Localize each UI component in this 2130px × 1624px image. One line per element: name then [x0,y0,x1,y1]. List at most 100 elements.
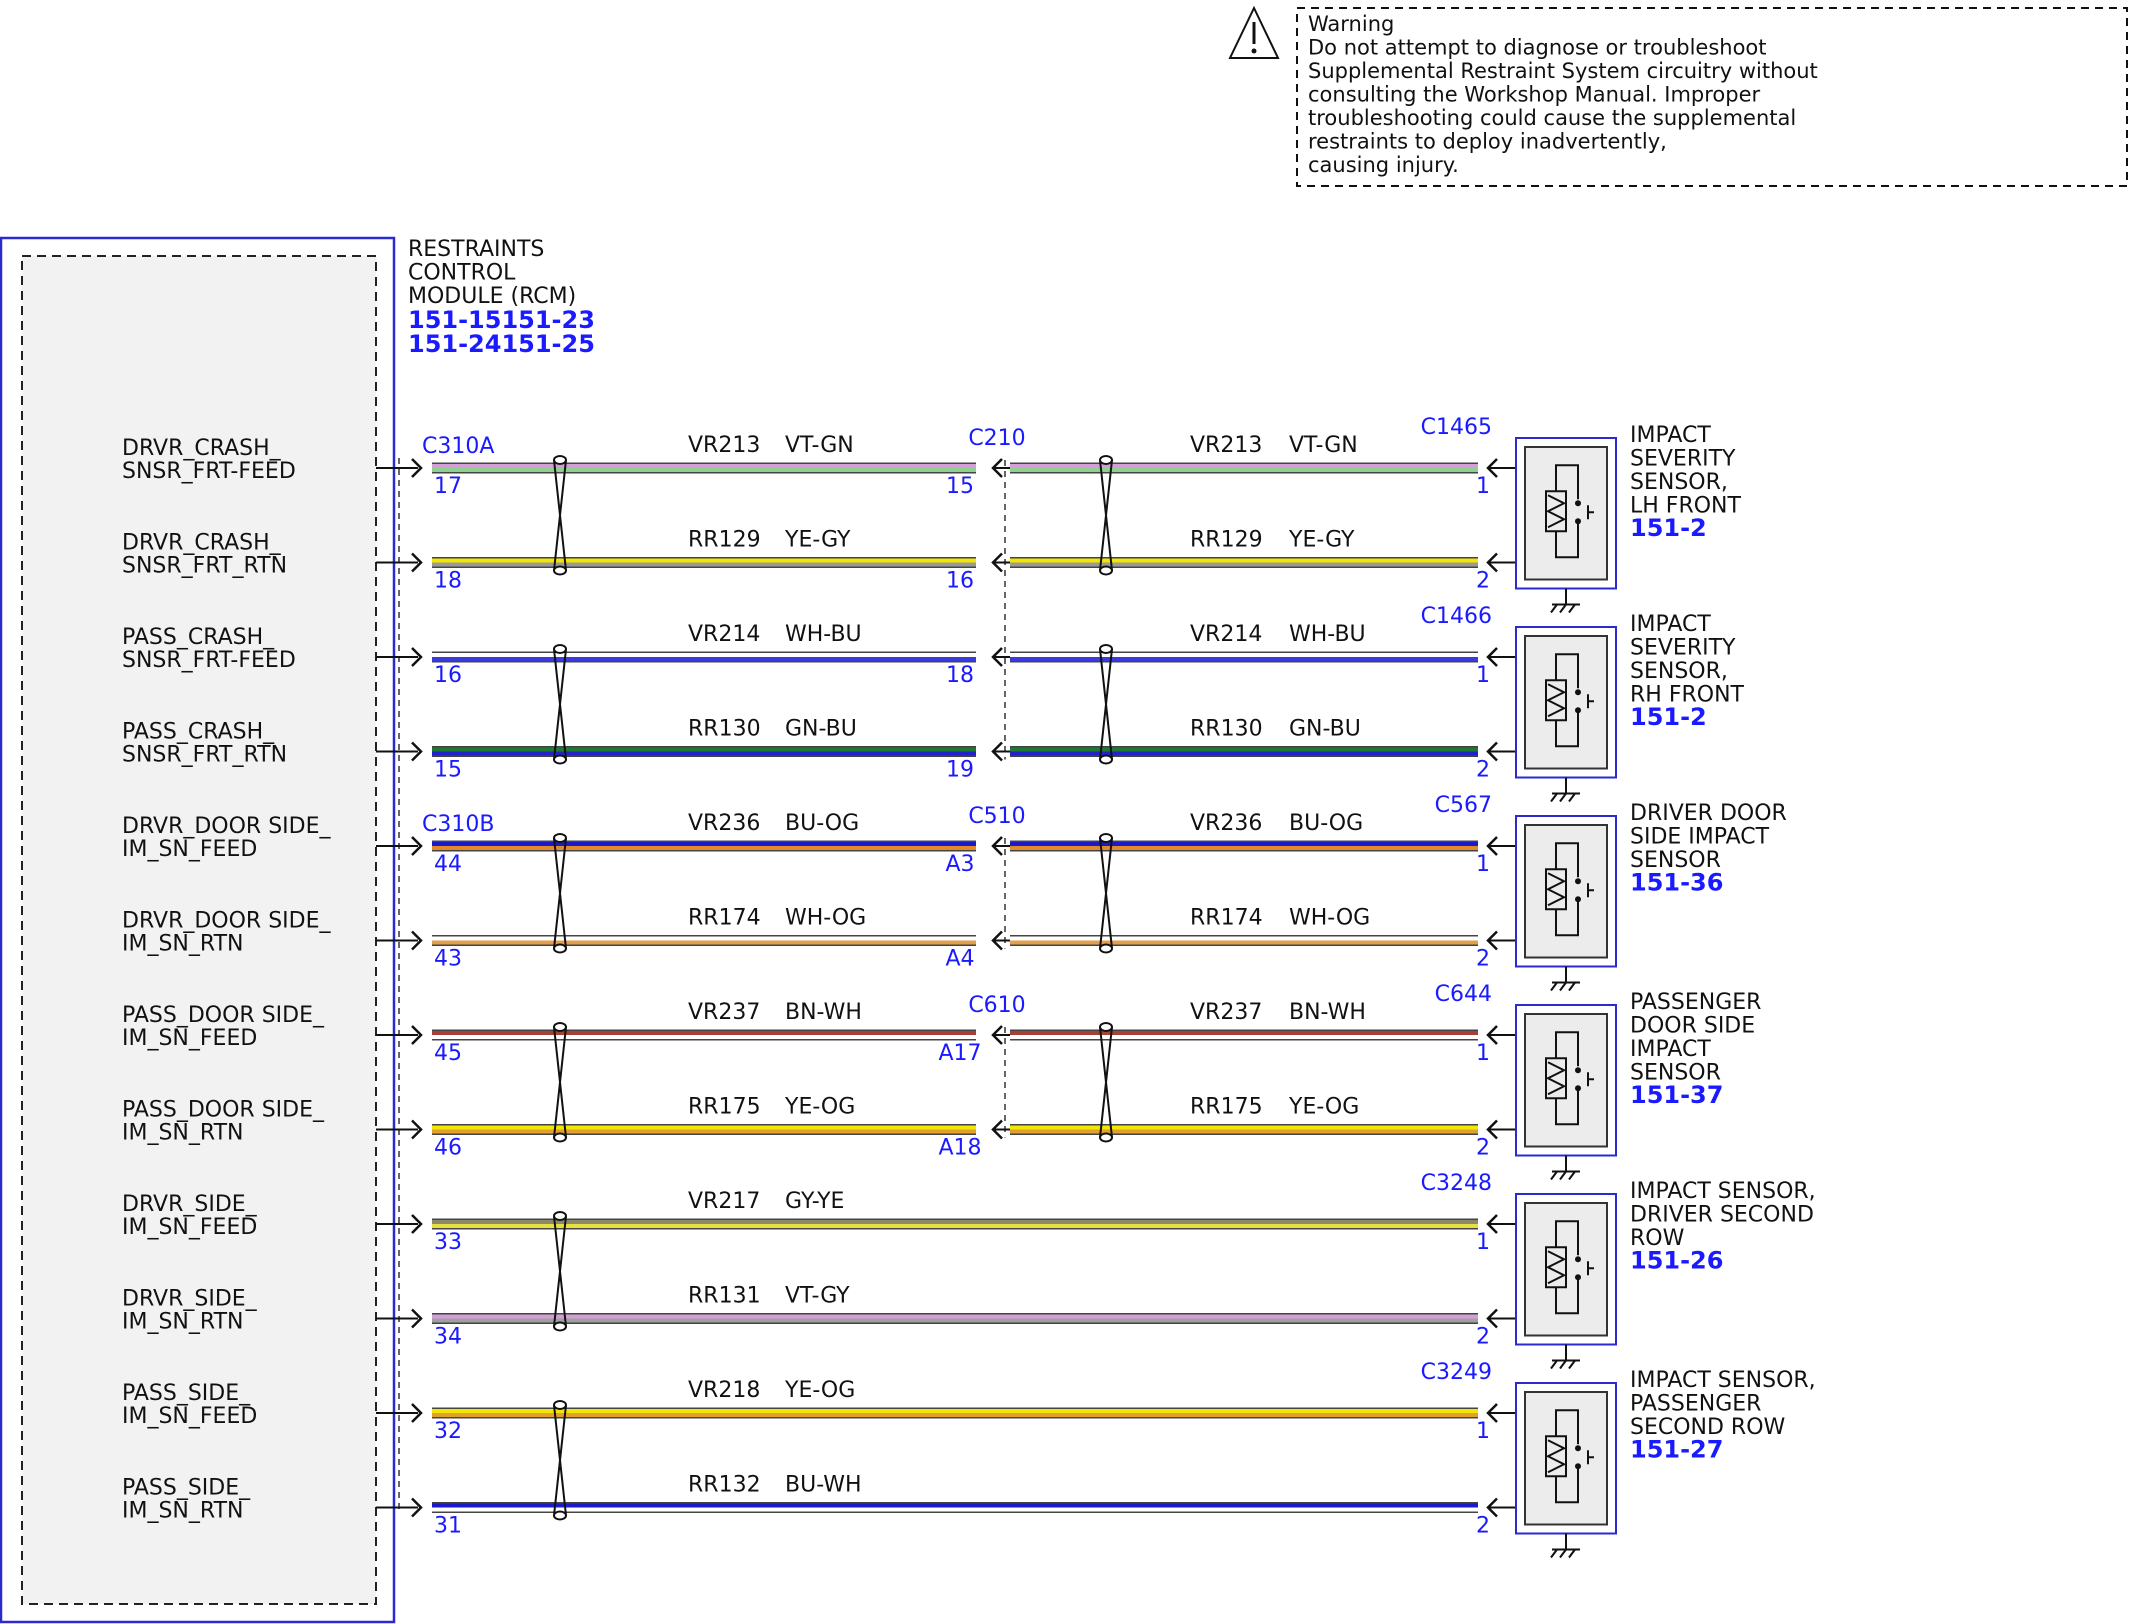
sensor-label-line: PASSENGER [1630,1392,1761,1417]
pin-arrow-icon [411,836,423,856]
sensor-connector-label: C1465 [1421,415,1492,440]
module-pin-number: 17 [434,474,462,499]
sensor-pin-number: 1 [1476,1041,1490,1066]
twisted-pair-icon [553,1400,567,1521]
switch-contact [1575,1085,1581,1092]
inline-pin-number: A18 [938,1136,981,1161]
circuit-number: RR129 [688,528,761,553]
sensor-pin-number: 1 [1476,474,1490,499]
twist-end [553,1400,567,1410]
circuit-trace [1555,901,1579,937]
pin-arrow-icon [411,458,423,478]
switch-contact [1575,707,1581,714]
sensor-label-line: RH FRONT [1630,683,1745,708]
resistor-zigzag [1545,494,1567,529]
sensor-connector-label: C1466 [1421,604,1492,629]
sensor-connector-label: C3249 [1421,1360,1492,1385]
inline-pin-number: 15 [946,474,974,499]
module-pin-number: 15 [434,758,462,783]
sensor-label-line: IMPACT [1630,612,1711,637]
signal-label: SNSR_FRT_RTN [122,554,287,579]
twisted-pair-icon [553,1022,567,1143]
circuit-number: RR130 [1190,717,1263,742]
wire-color-code: YE-OG [784,1095,855,1120]
module-pin-number: 34 [434,1325,462,1350]
twist-end [1099,565,1113,576]
ground-icon [1550,588,1580,614]
ground-hatch [1568,1170,1576,1181]
circuit-trace [1555,1468,1579,1504]
circuit-number: RR130 [688,717,761,742]
signal-label: DRVR_CRASH_ [122,436,282,461]
wire-color-code: BU-WH [785,1473,862,1498]
module-inner-box [21,255,377,1605]
inline-pin-number: 19 [946,758,974,783]
signal-label: IM_SN_RTN [122,1121,243,1146]
warning-text-line: troubleshooting could cause the suppleme… [1308,106,1796,130]
connector-label: C310B [422,812,494,837]
wire-color-code: WH-BU [785,622,862,647]
inline-pin-number: A3 [945,852,974,877]
sensor-label-line: IMPACT SENSOR, [1630,1368,1816,1393]
wire-color-code: YE-GY [784,528,851,553]
twisted-pair-icon [553,644,567,765]
sensor-element-icon [1545,842,1594,937]
twisted-pair-icon [1099,455,1113,576]
twist-end [1099,1022,1113,1032]
sensor-label-line: DOOR SIDE [1630,1014,1755,1039]
circuit-trace [1555,842,1579,878]
warning-text-line: restraints to deploy inadvertently, [1308,130,1667,154]
sensor-pin-number: 2 [1476,569,1490,594]
twist-end [1099,455,1113,465]
sensor-label-line: SENSOR [1630,1061,1721,1086]
signal-label: IM_SN_FEED [122,837,257,862]
twist-end [553,1510,567,1521]
signal-label: IM_SN_FEED [122,1026,257,1051]
module-name-line: RESTRAINTS [408,237,544,262]
ground-hatch [1559,1359,1567,1370]
twist-line [1099,648,1113,760]
module-pin-number: 31 [434,1514,462,1539]
circuit-number: VR237 [1190,1000,1262,1025]
signal-label: DRVR_SIDE_ [122,1192,258,1217]
sensor-pin-number: 1 [1476,1419,1490,1444]
ground-icon [1550,777,1580,803]
circuit-trace [1555,1090,1579,1126]
ground-hatch [1559,981,1567,992]
signal-label: PASS_SIDE_ [122,1381,251,1406]
inline-pin-number: 16 [946,569,974,594]
sensor-connector-label: C3248 [1421,1171,1492,1196]
ground-icon [1550,966,1580,992]
twist-line [553,648,567,760]
switch-contact [1575,689,1581,696]
signal-label: PASS_DOOR SIDE_ [122,1098,325,1123]
module-pin-number: 44 [434,852,462,877]
wire-color-code: YE-OG [1288,1095,1359,1120]
resistor-zigzag [1545,683,1567,718]
warning-triangle-shape [1228,5,1280,59]
sensor-pin-number: 2 [1476,1136,1490,1161]
twist-end [1099,833,1113,843]
ground-hatch [1559,792,1567,803]
twist-end [553,644,567,654]
